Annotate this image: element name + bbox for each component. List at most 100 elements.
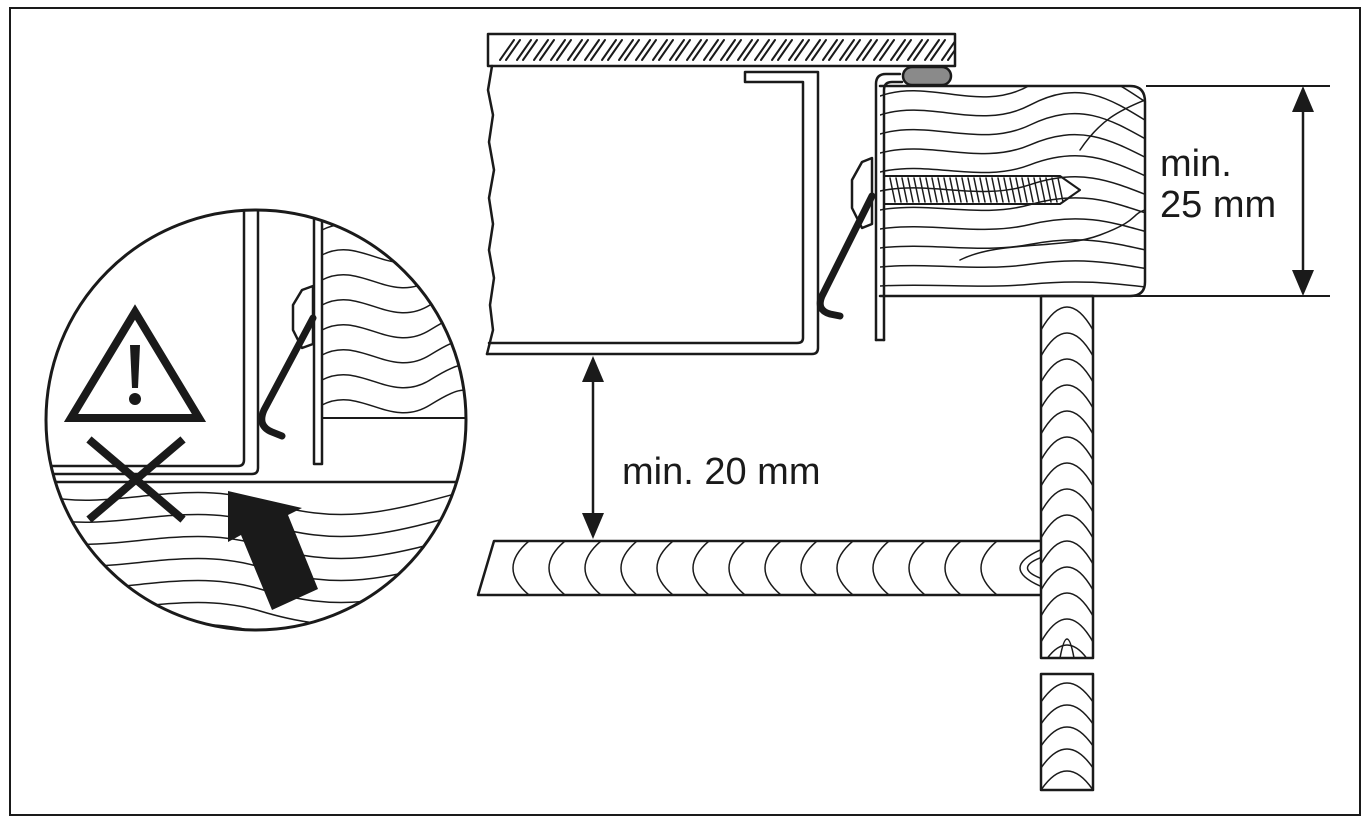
wood-grain-line [1041,358,1093,383]
hatch-line [913,39,929,61]
wood-grain-line [321,364,466,389]
hatch-line [805,39,821,61]
screw-thread-line [1039,177,1046,203]
warning-triangle-icon [63,304,207,422]
wood-grain-line [1059,638,1075,658]
dimension-25mm: min. 25 mm [1094,85,1330,297]
wood-grain-line [1041,384,1093,409]
screw-thread-line [1051,177,1058,203]
hatch-line [624,39,640,61]
hatch-line [556,39,572,61]
screw-thread-line [1003,177,1010,203]
hatch-line [573,39,589,61]
wood-grain-line [1041,436,1093,461]
hatch-line [845,39,861,61]
wood-grain-line [321,339,466,364]
screw-thread-line [907,177,914,203]
shelf-wood [476,539,1042,597]
hatch-line [924,39,940,61]
hatch-line [941,39,955,61]
wood-grain-line [1019,549,1040,587]
wood-grain-line [1041,793,1093,812]
wood-grain-line [836,541,854,595]
wood-grain-line [1041,540,1093,565]
wood-grain-line [800,541,818,595]
wood-grain-line [880,260,1145,270]
hatch-line [652,39,668,61]
screw-thread-line [901,177,908,203]
screw-thread-line [997,177,1004,203]
side-post [1039,294,1095,812]
hatch-line [550,39,566,61]
screw-thread-line [1045,177,1052,203]
dimension-20mm: min. 20 mm [582,356,820,539]
hatch-line [930,39,946,61]
hatch-line [703,39,719,61]
wood-grain-line [321,389,466,414]
wood-grain-line [1041,514,1093,539]
hatch-line [777,39,793,61]
hatch-line [811,39,827,61]
hatch-line [720,39,736,61]
wood-grain-line [1041,566,1093,591]
hatch-line [828,39,844,61]
hatch-line [641,39,657,61]
hatch-line [760,39,776,61]
wood-grain-line [880,86,1145,106]
wood-grain-line [880,91,1145,124]
seal-icon [901,65,953,87]
wood-grain-line [1041,488,1093,513]
wood-grain-line [1041,682,1093,703]
hatch-line [862,39,878,61]
wood-grain-line [1026,557,1040,579]
screw-thread-line [1027,177,1034,203]
screw-thread-line [1015,177,1022,203]
label-min-25-line1: min. [1160,143,1232,185]
screw-thread-line [889,177,896,203]
appliance-body [485,64,820,356]
mounting-bracket [874,72,904,342]
hatch-line [788,39,804,61]
wood-grain-line [1041,462,1093,487]
hatch-line [618,39,634,61]
hatch-line [947,48,955,61]
screw-icon [883,175,1081,205]
hatch-line [635,39,651,61]
wood-grain-line [1079,99,1145,151]
screw-thread-line [895,177,902,203]
wood-grain-line [321,314,466,339]
screw-thread-line [1021,177,1028,203]
wood-grain-line [880,112,1145,143]
hatch-line [896,39,912,61]
hatch-line [669,39,685,61]
screw-thread-line [919,177,926,203]
hatch-line [737,39,753,61]
screw-thread-line [937,177,944,203]
wood-grain-line [584,541,602,595]
hatch-line [686,39,702,61]
wood-grain-line [321,289,466,314]
hatch-line [658,39,674,61]
hatch-line [873,39,889,61]
wood-grain-line [872,541,890,595]
screw-thread-line [931,177,938,203]
screw-thread-line [979,177,986,203]
screw-thread-line [961,177,968,203]
wood-grain-line [692,541,710,595]
hatch-line [839,39,855,61]
screw-thread-line [1057,177,1064,203]
frame-border [9,7,1361,816]
hatch-line [522,39,538,61]
screw-thread-line [913,177,920,203]
wood-grain-line [880,239,1145,252]
screw-thread-line [1033,177,1040,203]
hatch-line [590,39,606,61]
wood-grain-line [1041,704,1093,725]
wood-grain-line [1041,748,1093,769]
hatch-line [794,39,810,61]
screw-thread-line [943,177,950,203]
hatch-line [539,39,555,61]
screw-thread-line [949,177,956,203]
hatch-line [516,39,532,61]
